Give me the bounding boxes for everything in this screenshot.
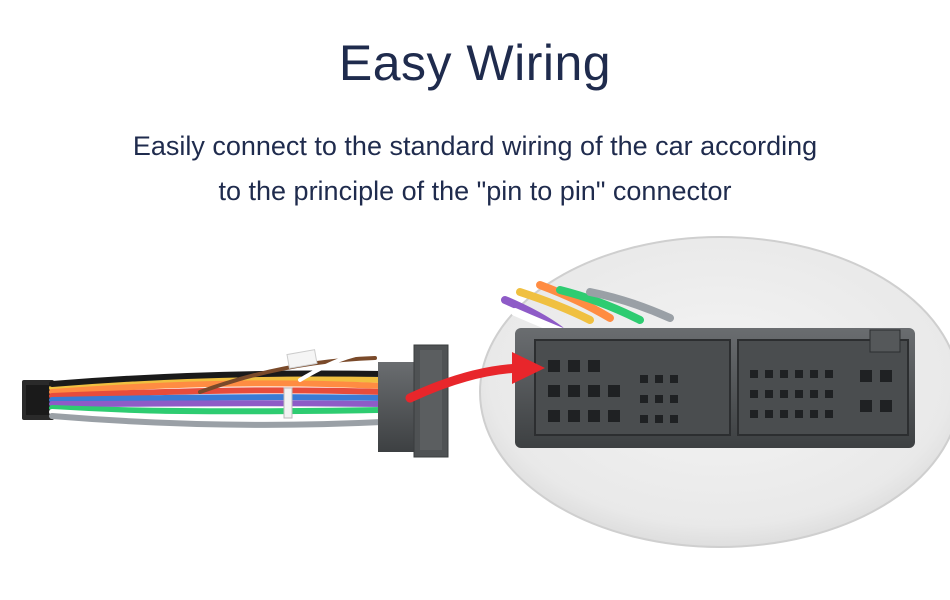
small-connector [22,380,54,420]
subtitle-line-1: Easily connect to the standard wiring of… [132,131,818,161]
wire-label-tag [286,349,318,369]
harness-wires [49,350,385,428]
main-connector [378,344,449,458]
zoomed-connector [515,328,915,448]
page-title: Easy Wiring [338,35,612,91]
page-subtitle: Easily connect to the standard wiring of… [60,124,890,214]
subtitle-line-2: to the principle of the "pin to pin" con… [218,176,732,206]
cable-tie [283,387,293,419]
curved-arrow-icon [405,352,545,403]
